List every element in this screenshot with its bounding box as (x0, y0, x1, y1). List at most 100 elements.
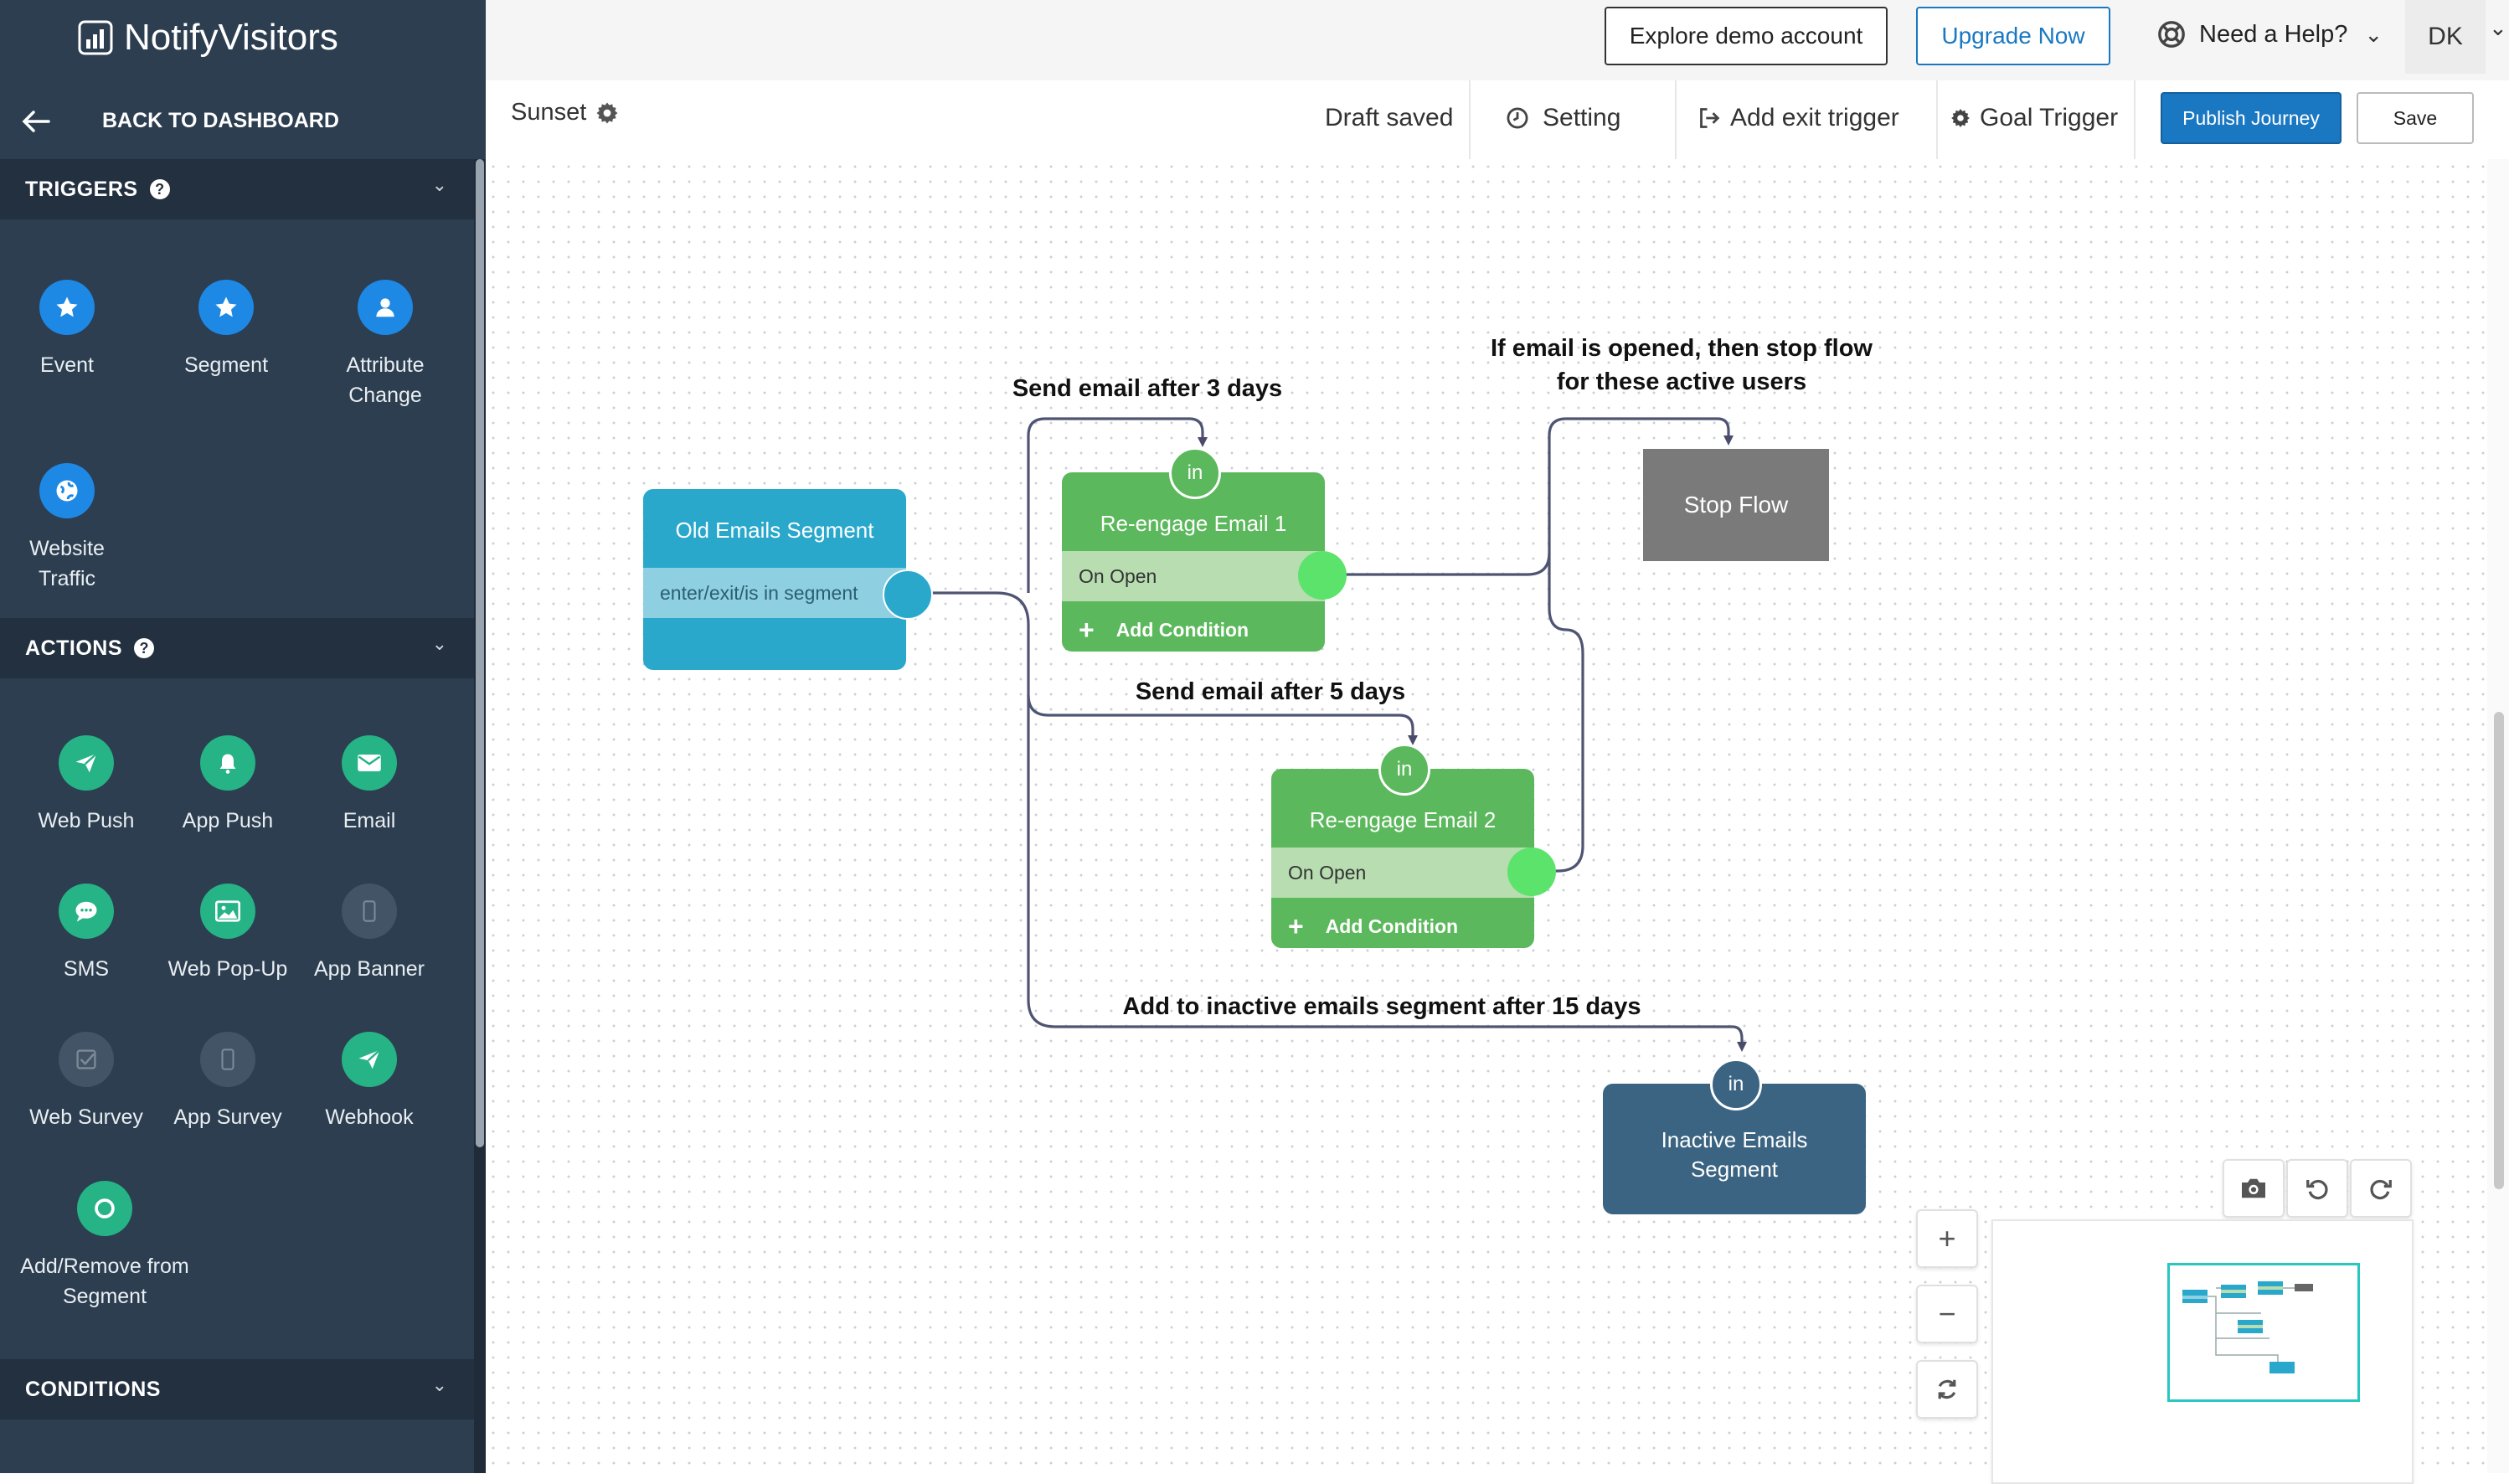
node-old-emails-segment[interactable]: Old Emails Segment enter/exit/is in segm… (643, 489, 933, 670)
trigger-segment-label: Segment (183, 353, 269, 377)
add-exit-trigger-label: Add exit trigger (1730, 104, 1899, 131)
canvas-scrollbar[interactable] (2487, 159, 2509, 1473)
goal-trigger-button[interactable]: Goal Trigger (1950, 104, 2118, 132)
trigger-event-label: Event (40, 353, 94, 377)
chevron-down-icon[interactable]: ⌄ (2489, 15, 2507, 40)
sidebar-scrollbar[interactable] (474, 159, 486, 1473)
minimap[interactable] (1991, 1219, 2414, 1484)
email1-add-condition[interactable]: + Add Condition (1062, 605, 1325, 655)
action-sms[interactable]: SMS (15, 884, 157, 984)
label-inactive-segment: Add to inactive emails segment after 15 … (1122, 993, 1641, 1020)
trigger-attribute-change[interactable]: Attribute Change (314, 280, 456, 410)
chevron-down-icon: ⌄ (2364, 21, 2383, 47)
action-app-push[interactable]: App Push (157, 735, 299, 836)
node-reengage-email-2[interactable]: in Re-engage Email 2 On Open + Add Condi… (1271, 744, 1556, 951)
email2-condition[interactable]: On Open (1271, 848, 1534, 898)
undo-icon (2306, 1179, 2328, 1200)
connector-email1-stop (1323, 417, 1734, 576)
goal-trigger-label: Goal Trigger (1980, 104, 2119, 131)
action-app-banner[interactable]: App Banner (298, 884, 440, 984)
setting-button[interactable]: Setting (1506, 104, 1620, 132)
action-webhook[interactable]: Webhook (298, 1032, 440, 1132)
journey-name-label: Sunset (511, 99, 587, 126)
gear-icon[interactable] (595, 100, 620, 126)
redo-button[interactable] (2350, 1159, 2412, 1218)
node-title: Stop Flow (1683, 492, 1789, 518)
node-title: Re-engage Email 1 (1100, 511, 1287, 536)
trigger-website-traffic[interactable]: Website Traffic (0, 463, 138, 594)
input-port[interactable]: in (1710, 1059, 1762, 1110)
minimap-viewport[interactable] (2167, 1263, 2360, 1402)
user-icon (358, 280, 413, 335)
back-to-dashboard[interactable]: BACK TO DASHBOARD (22, 109, 339, 133)
add-exit-trigger-button[interactable]: Add exit trigger (1698, 104, 1899, 132)
email1-condition-label: On Open (1079, 564, 1157, 587)
checkbox-icon (59, 1032, 114, 1087)
top-header: Explore demo account Upgrade Now Need a … (486, 0, 2509, 80)
help-menu[interactable]: Need a Help? ⌄ (2157, 20, 2383, 49)
email2-add-condition[interactable]: + Add Condition (1271, 901, 1534, 951)
action-web-push[interactable]: Web Push (15, 735, 157, 836)
chevron-down-icon[interactable]: ⌄ (431, 1374, 447, 1395)
upgrade-now-button[interactable]: Upgrade Now (1916, 7, 2110, 65)
undo-button[interactable] (2286, 1159, 2348, 1218)
divider (1675, 80, 1677, 159)
output-port[interactable] (1298, 551, 1347, 600)
journey-canvas[interactable]: Send email after 3 days If email is open… (486, 159, 2509, 1484)
input-port[interactable]: in (1378, 744, 1430, 796)
add-condition-label: Add Condition (1325, 915, 1459, 937)
node-inactive-emails-segment[interactable]: in Inactive Emails Segment (1603, 1059, 1866, 1214)
brand-logo[interactable]: NotifyVisitors (77, 17, 338, 59)
draft-status: Draft saved (1325, 104, 1454, 131)
action-web-survey-label: Web Survey (29, 1105, 143, 1129)
conditions-heading: CONDITIONS (25, 1377, 161, 1401)
envelope-icon (342, 735, 397, 791)
actions-header[interactable]: ACTIONS ? ⌄ (0, 618, 474, 678)
action-web-popup[interactable]: Web Pop-Up (157, 884, 299, 984)
chevron-down-icon[interactable]: ⌄ (431, 174, 447, 195)
input-port[interactable]: in (1169, 447, 1221, 499)
explore-demo-button[interactable]: Explore demo account (1605, 7, 1888, 65)
action-add-remove-segment[interactable]: Add/Remove from Segment (8, 1181, 201, 1311)
output-port[interactable] (883, 569, 933, 620)
zoom-out-button[interactable]: − (1916, 1285, 1978, 1343)
label-stop-line2: for these active users (1556, 368, 1807, 395)
email1-condition[interactable]: On Open (1062, 551, 1325, 601)
divider (1469, 80, 1471, 159)
publish-journey-button[interactable]: Publish Journey (2161, 92, 2342, 144)
trigger-segment[interactable]: Segment (155, 280, 297, 380)
help-circle-icon[interactable]: ? (149, 179, 170, 199)
divider (1936, 80, 1938, 159)
segment-condition[interactable]: enter/exit/is in segment (643, 568, 906, 618)
help-circle-icon[interactable]: ? (134, 638, 154, 658)
triggers-header[interactable]: TRIGGERS ? ⌄ (0, 159, 474, 219)
trigger-attribute-change-label: Attribute Change (346, 353, 425, 407)
sidebar-scrollbar-thumb[interactable] (476, 159, 484, 1147)
image-icon (200, 884, 255, 939)
camera-button[interactable] (2223, 1159, 2285, 1218)
trigger-event[interactable]: Event (0, 280, 138, 380)
node-stop-flow[interactable]: Stop Flow (1643, 449, 1829, 561)
avatar[interactable]: DK (2405, 0, 2486, 74)
save-button[interactable]: Save (2357, 92, 2474, 144)
plus-icon: + (1288, 910, 1304, 941)
minimap-diagram (2182, 1281, 2313, 1373)
triggers-heading: TRIGGERS (25, 177, 138, 201)
reset-view-button[interactable] (1916, 1360, 1978, 1419)
node-title: Old Emails Segment (675, 518, 874, 543)
node-reengage-email-1[interactable]: in Re-engage Email 1 On Open + Add Condi… (1062, 447, 1347, 655)
star-icon (198, 280, 254, 335)
conditions-header[interactable]: CONDITIONS ⌄ (0, 1359, 474, 1420)
zoom-in-button[interactable]: + (1916, 1209, 1978, 1268)
camera-icon (2242, 1178, 2265, 1198)
action-email[interactable]: Email (298, 735, 440, 836)
canvas-scrollbar-thumb[interactable] (2494, 712, 2504, 1189)
action-app-survey[interactable]: App Survey (157, 1032, 299, 1132)
output-port[interactable] (1507, 848, 1556, 896)
star-icon (39, 280, 95, 335)
node-title-line2: Segment (1690, 1157, 1779, 1182)
label-send-after-5-days: Send email after 5 days (1135, 678, 1406, 705)
action-web-survey[interactable]: Web Survey (15, 1032, 157, 1132)
journey-name[interactable]: Sunset (511, 99, 620, 126)
chevron-down-icon[interactable]: ⌄ (431, 633, 447, 654)
